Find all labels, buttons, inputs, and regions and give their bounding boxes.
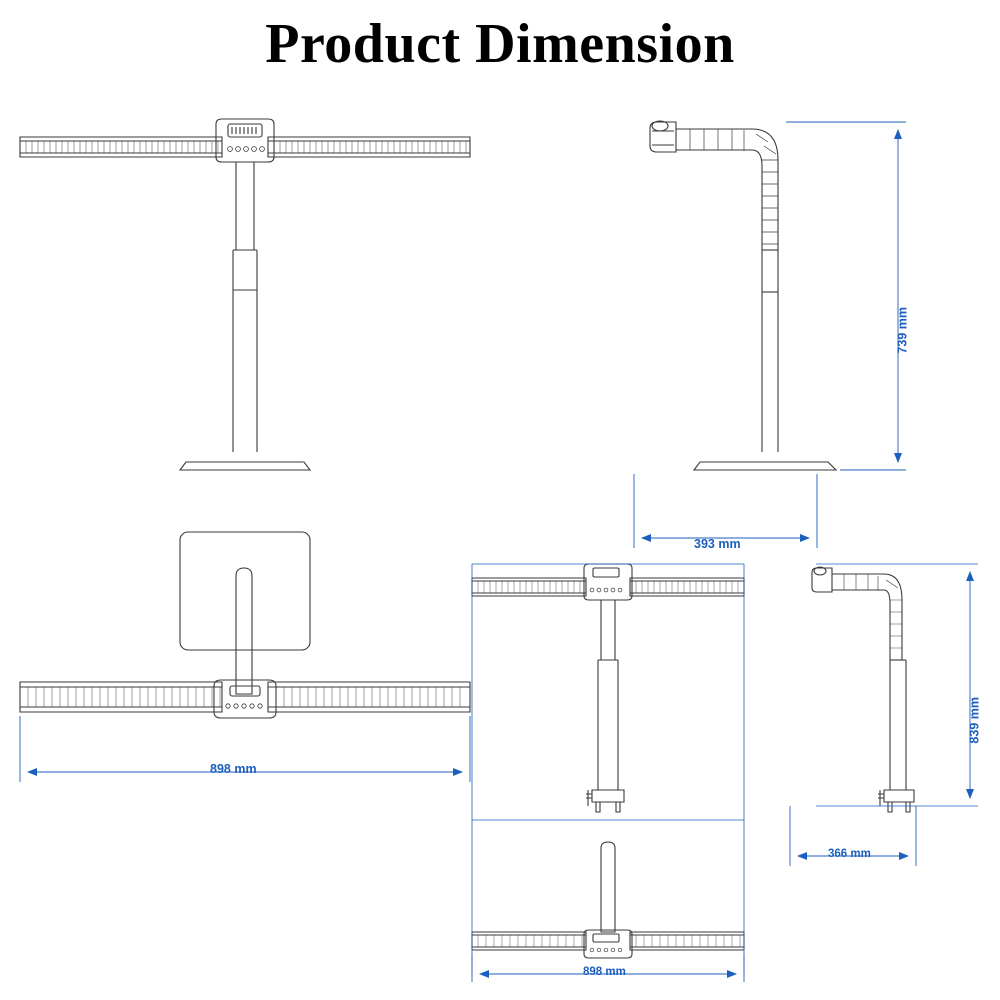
- dimension-label-739mm: 739 mm: [895, 307, 910, 354]
- top-view-drawing: [19, 531, 471, 719]
- dimension-393mm: [633, 474, 818, 548]
- dimension-898mm-top: [19, 716, 471, 782]
- page-title: Product Dimension: [265, 13, 735, 75]
- dimension-label-393mm: 393 mm: [694, 537, 741, 551]
- dimension-label-366mm: 366 mm: [828, 848, 871, 860]
- dimension-739mm: [786, 121, 906, 471]
- dimension-898mm-bottom: [471, 954, 745, 982]
- front-view-drawing: [19, 118, 471, 471]
- clamp-view-reference-lines: [471, 563, 978, 976]
- dimension-label-898mm-bottom: 898 mm: [583, 966, 626, 978]
- side-view-drawing: [649, 120, 838, 471]
- clamp-front-view-drawing: [471, 563, 915, 959]
- dimension-366mm: [789, 806, 917, 866]
- dimension-label-839mm: 839 mm: [967, 697, 982, 744]
- dimension-label-898mm-top: 898 mm: [210, 762, 257, 776]
